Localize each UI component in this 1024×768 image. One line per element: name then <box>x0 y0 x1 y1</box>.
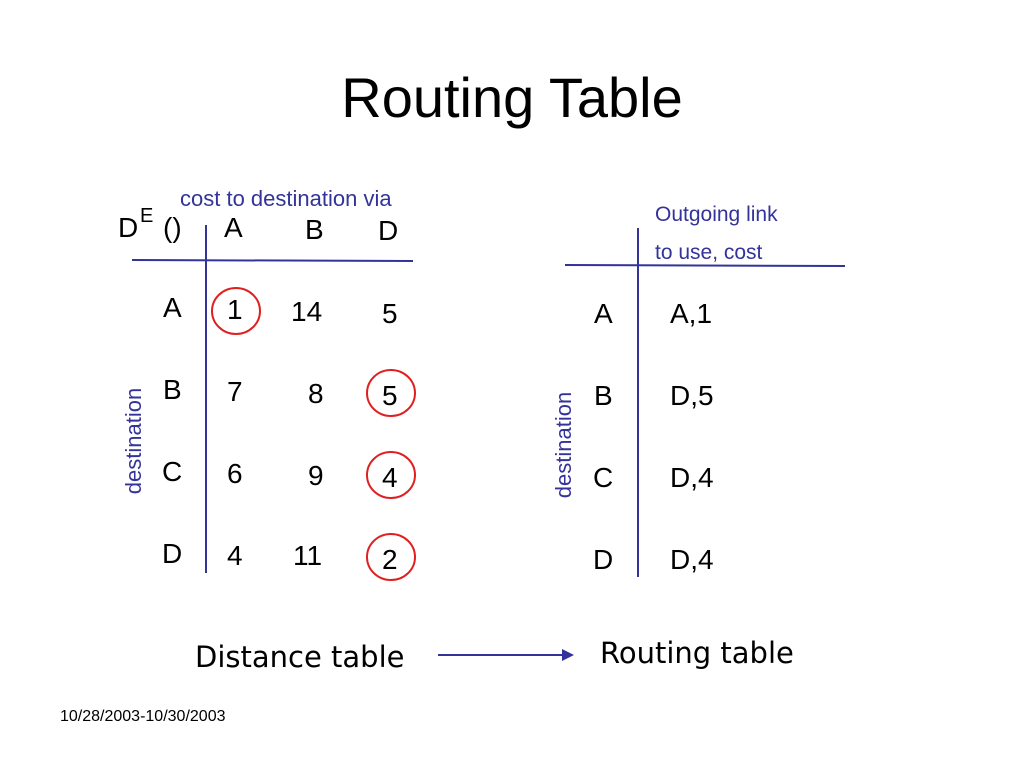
table-cell: 5 <box>382 298 398 329</box>
routing-caption-line2: to use, cost <box>655 241 763 264</box>
table-row-dest: C <box>162 456 183 487</box>
table-row-dest: B <box>594 380 613 411</box>
distance-side-label: destination <box>121 387 146 495</box>
highlight-circle <box>366 533 416 581</box>
table-cell: 2 <box>382 544 398 575</box>
routing-header-rule <box>564 264 846 267</box>
via-header-a: A <box>224 212 243 243</box>
arrow-head-icon <box>562 649 574 661</box>
distance-table-label: Distance table <box>195 640 405 674</box>
table-row-dest: A <box>594 298 613 329</box>
distance-label-superscript: E <box>140 205 154 227</box>
table-row-dest: C <box>593 462 614 493</box>
table-cell: 4 <box>227 540 243 571</box>
table-cell: 6 <box>227 458 243 489</box>
table-cell: 4 <box>382 462 398 493</box>
distance-header-rule <box>131 259 414 262</box>
distance-label-parens: () <box>163 212 182 243</box>
routing-side-label: destination <box>551 391 576 499</box>
highlight-circle <box>211 287 261 335</box>
table-cell: 14 <box>291 296 323 327</box>
table-cell: 5 <box>382 380 398 411</box>
distance-label-d: D <box>118 212 139 243</box>
table-row-dest: D <box>593 544 614 575</box>
table-cell: D,4 <box>670 462 714 493</box>
via-header-b: B <box>305 214 324 245</box>
highlight-circle <box>366 369 416 417</box>
routing-caption-line1: Outgoing link <box>655 203 778 226</box>
distance-caption: cost to destination via <box>180 186 392 211</box>
slide-title: Routing Table <box>341 66 683 129</box>
table-cell: 9 <box>308 460 324 491</box>
routing-table-label: Routing table <box>600 636 794 670</box>
table-row-dest: B <box>163 374 182 405</box>
table-cell: 8 <box>308 378 324 409</box>
table-cell: D,4 <box>670 544 714 575</box>
table-cell: 7 <box>227 376 243 407</box>
table-row-dest: A <box>163 292 182 323</box>
table-cell: 11 <box>293 540 323 571</box>
table-row-dest: D <box>162 538 183 569</box>
highlight-circle <box>366 451 416 499</box>
footer-date: 10/28/2003-10/30/2003 <box>60 708 226 725</box>
via-header-d: D <box>378 215 399 246</box>
table-cell: D,5 <box>670 380 714 411</box>
table-cell: 1 <box>227 294 243 325</box>
table-cell: A,1 <box>670 298 713 329</box>
